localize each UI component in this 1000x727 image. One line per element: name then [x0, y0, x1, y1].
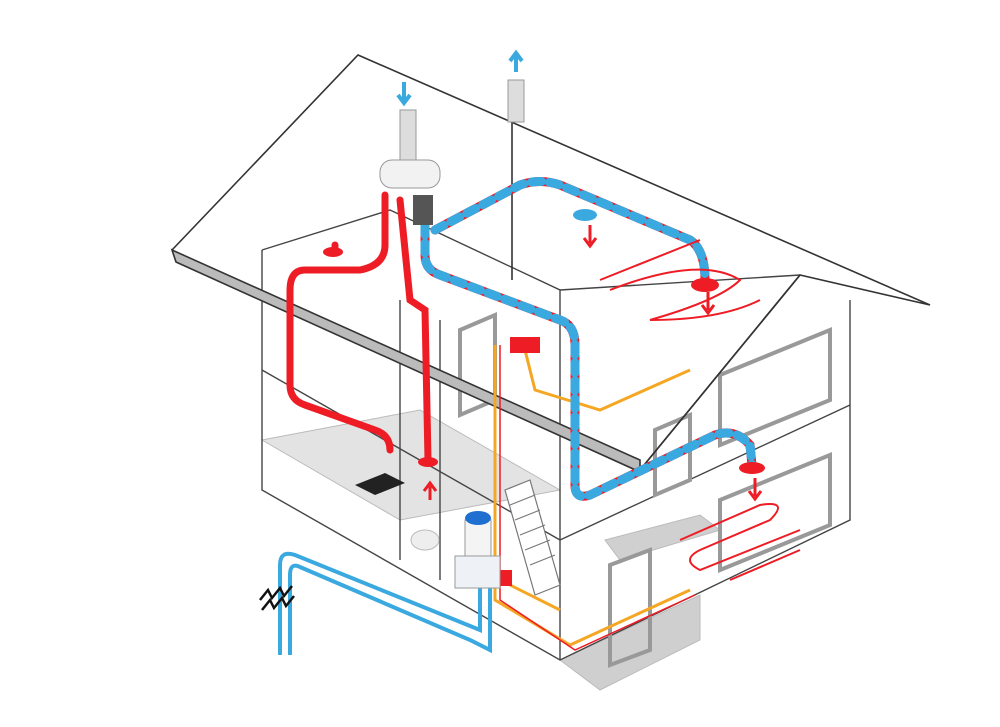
- supply-vent-icon: [691, 278, 719, 292]
- supply-vent-icon: [418, 457, 438, 467]
- water-tank-icon: [454, 511, 501, 589]
- exhaust-chimney-icon: [507, 79, 525, 123]
- floor-heating-upper-icon: [599, 239, 761, 321]
- cooktop-icon: [355, 473, 405, 495]
- supply-vent-icon: [739, 462, 765, 474]
- air-intake-arrow-icon: [396, 82, 412, 107]
- house-walls: [261, 209, 851, 661]
- floor-heating-lower-icon: [679, 503, 801, 581]
- supply-vent-icon: [323, 247, 343, 257]
- toilet-icon: [410, 529, 440, 551]
- hot-water-line-return: [499, 345, 696, 651]
- extract-vent-icon: [573, 209, 597, 221]
- extract-supply-ducts: [420, 177, 757, 501]
- roof: [170, 54, 931, 474]
- heat-recovery-unit-icon: [379, 109, 441, 225]
- air-exhaust-arrow-icon: [508, 49, 524, 72]
- ground-symbol-icon: [259, 585, 295, 611]
- down-arrow-icon: [422, 225, 763, 502]
- floor-slabs: [260, 409, 722, 691]
- hot-water-unit-icon: [510, 337, 540, 353]
- ground-heat-exchanger-loop: [278, 551, 492, 655]
- staircase: [504, 479, 561, 596]
